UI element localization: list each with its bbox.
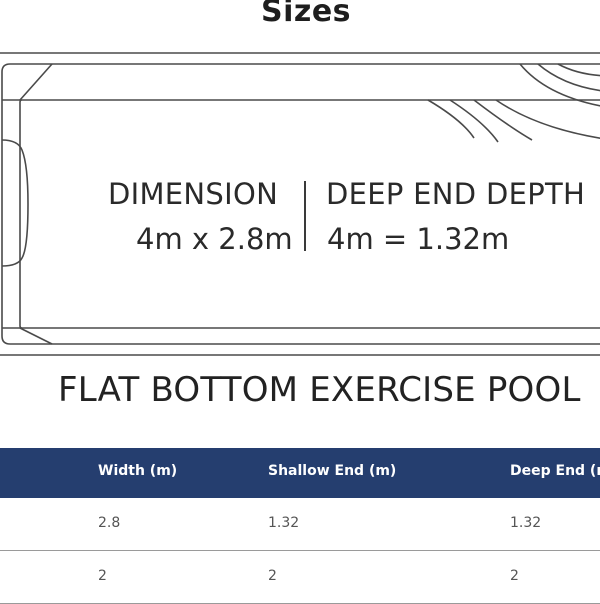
pool-stair-arc-2: [449, 99, 499, 143]
deep-end-depth-heading: DEEP END DEPTH: [326, 177, 586, 211]
dimension-value: 4m x 2.8m: [136, 222, 293, 256]
dimension-heading: DIMENSION: [108, 177, 279, 211]
column-header-width: Width (m): [98, 463, 178, 479]
cell-width: 2: [98, 568, 107, 584]
pool-water-edge: [19, 99, 600, 329]
page-title: Sizes: [260, 0, 352, 29]
cell-deep-end: 2: [510, 568, 519, 584]
diagram-divider: [304, 181, 306, 251]
cell-width: 2.8: [98, 515, 121, 531]
table-row: 2.8 1.32 1.32: [0, 498, 600, 551]
cell-deep-end: 1.32: [510, 515, 542, 531]
pool-stair-arc-4: [495, 99, 600, 139]
pool-model-name: FLAT BOTTOM EXERCISE POOL: [58, 370, 581, 410]
column-header-deep-end: Deep End (m): [510, 463, 600, 479]
table-header: Width (m) Shallow End (m) Deep End (m): [0, 448, 600, 498]
column-header-shallow-end: Shallow End (m): [268, 463, 397, 479]
size-table: Width (m) Shallow End (m) Deep End (m) 2…: [0, 448, 600, 604]
pool-stair-arc-3: [473, 99, 533, 141]
pool-outline-diagram: [0, 52, 600, 356]
table-row: 2 2 2: [0, 551, 600, 604]
pool-corner-curve-1: [519, 63, 600, 107]
deep-end-depth-value: 4m = 1.32m: [327, 222, 510, 256]
cell-shallow-end: 2: [268, 568, 277, 584]
pool-corner-curve-3: [557, 63, 600, 77]
pool-corner-bevel-top: [19, 63, 53, 101]
cell-shallow-end: 1.32: [268, 515, 300, 531]
pool-stair-arc-1: [427, 99, 475, 139]
pool-entry-step: [1, 139, 29, 267]
pool-deck-border: [1, 63, 600, 345]
pool-corner-bevel-bottom: [19, 327, 53, 345]
pool-corner-curve-2: [537, 63, 600, 92]
